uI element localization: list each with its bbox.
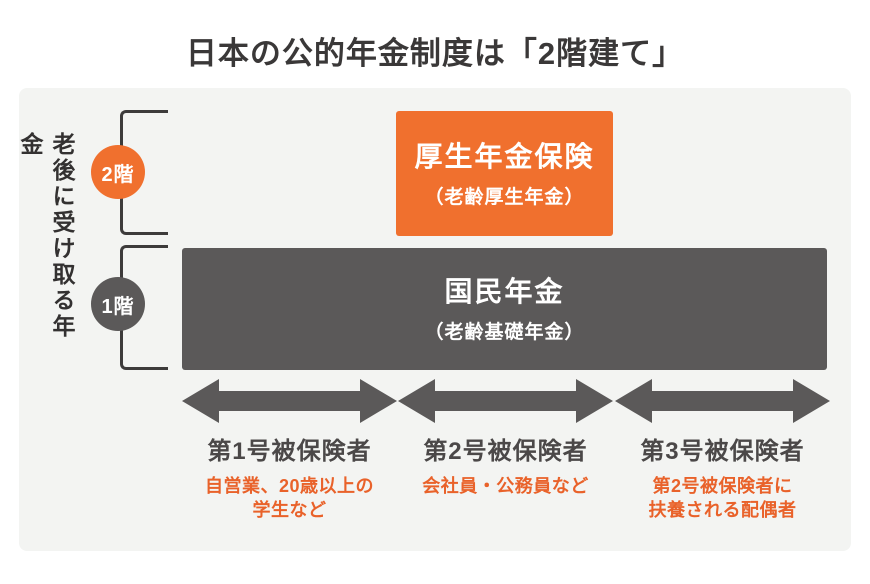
double-arrow-icon — [182, 379, 397, 423]
group3-label: 第3号被保険者 — [640, 438, 805, 465]
double-arrow-icon — [615, 379, 830, 423]
kokumin-nenkin-title: 国民年金 — [444, 276, 565, 307]
kosei-nenkin-subtitle: （老齢厚生年金） — [424, 186, 585, 208]
kokumin-nenkin-subtitle: （老齢基礎年金） — [424, 322, 585, 343]
group2-label: 第2号被保険者 — [423, 438, 588, 465]
kosei-nenkin-title: 厚生年金保険 — [414, 140, 595, 172]
kokumin-nenkin-box: 国民年金 （老齢基礎年金） — [182, 248, 827, 370]
range-arrow-group3 — [615, 378, 830, 424]
group2-description: 会社員・公務員など — [422, 476, 589, 496]
double-arrow-icon — [398, 379, 613, 423]
diagram-panel: 老後に受け取る年金 2階 1階 厚生年金保険 （老齢厚生年金） 国民年金 （老齢… — [17, 88, 851, 551]
floor1-badge: 1階 — [91, 277, 145, 331]
group3-description: 第2号被保険者に 扶養される配偶者 — [648, 476, 797, 521]
kosei-nenkin-box: 厚生年金保険 （老齢厚生年金） — [396, 111, 613, 236]
group1-label: 第1号被保険者 — [207, 438, 372, 465]
range-arrow-group2 — [398, 378, 613, 424]
range-arrow-group1 — [182, 378, 397, 424]
side-axis-label: 老後に受け取る年金 — [17, 132, 75, 340]
floor2-badge: 2階 — [91, 145, 145, 199]
group1-description: 自営業、20歳以上の 学生など — [204, 476, 375, 521]
page-title: 日本の公的年金制度は「2階建て」 — [185, 36, 685, 71]
